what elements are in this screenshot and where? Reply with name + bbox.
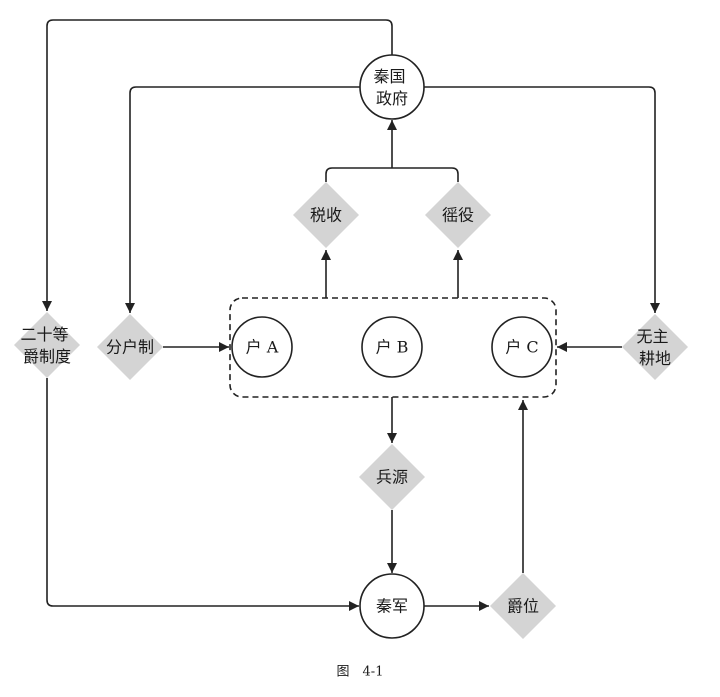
node-household-a-label: 户 A <box>246 338 279 357</box>
edge-twenty-rank-to-army <box>46 378 359 611</box>
node-twenty-rank-system-label: 二十等 爵制度 <box>20 325 73 366</box>
node-unowned-farmland-shape <box>622 314 688 380</box>
node-corvee: 徭役 <box>425 182 491 248</box>
node-noble-rank-label: 爵位 <box>507 597 539 616</box>
node-corvee-label: 徭役 <box>442 206 474 225</box>
node-noble-rank: 爵位 <box>490 573 556 639</box>
node-household-c: 户 C <box>491 316 553 378</box>
node-unowned-farmland-line-1: 无主 <box>636 327 668 346</box>
node-household-b: 户 B <box>361 316 423 378</box>
node-household-division: 分户制 <box>97 314 163 380</box>
node-household-division-shape <box>97 314 163 380</box>
node-soldier-source-label: 兵源 <box>376 468 408 487</box>
node-qin-government-label: 秦国 政府 <box>373 67 410 108</box>
edge-government-to-twenty-rank <box>42 19 393 311</box>
node-household-c-shape <box>491 316 553 378</box>
node-corvee-shape <box>425 182 491 248</box>
node-tax-label: 税收 <box>310 206 342 225</box>
edge-government-to-household-division <box>125 86 360 313</box>
node-qin-government-line-1: 秦国 <box>373 67 405 86</box>
node-twenty-rank-system-shape <box>14 312 80 378</box>
node-twenty-rank-system-line-2: 爵制度 <box>23 347 71 366</box>
node-household-c-label: 户 C <box>505 338 538 357</box>
node-soldier-source: 兵源 <box>359 444 425 510</box>
node-household-b-shape <box>361 316 423 378</box>
node-soldier-source-shape <box>359 444 425 510</box>
node-household-division-label: 分户制 <box>106 338 154 357</box>
node-twenty-rank-system-line-1: 二十等 <box>20 325 68 344</box>
node-qin-government-line-2: 政府 <box>376 89 408 108</box>
node-qin-government-shape <box>359 54 425 120</box>
households-group-box <box>229 297 557 398</box>
node-tax-shape <box>293 182 359 248</box>
node-household-b-label: 户 B <box>376 338 409 357</box>
edge-government-to-unowned-farmland <box>424 86 660 313</box>
node-household-a: 户 A <box>231 316 293 378</box>
edge-tax-corvee-join <box>325 167 459 182</box>
node-unowned-farmland-label: 无主 耕地 <box>636 327 673 368</box>
node-qin-government: 秦国 政府 <box>359 54 425 120</box>
node-unowned-farmland: 无主 耕地 <box>622 314 688 380</box>
node-qin-army-label: 秦军 <box>376 597 408 616</box>
node-tax: 税收 <box>293 182 359 248</box>
node-unowned-farmland-line-2: 耕地 <box>639 349 671 368</box>
node-qin-army-shape <box>359 573 425 639</box>
node-twenty-rank-system: 二十等 爵制度 <box>14 312 80 378</box>
node-noble-rank-shape <box>490 573 556 639</box>
node-qin-army: 秦军 <box>359 573 425 639</box>
figure-caption: 图 4-1 <box>337 665 384 680</box>
node-household-a-shape <box>231 316 293 378</box>
